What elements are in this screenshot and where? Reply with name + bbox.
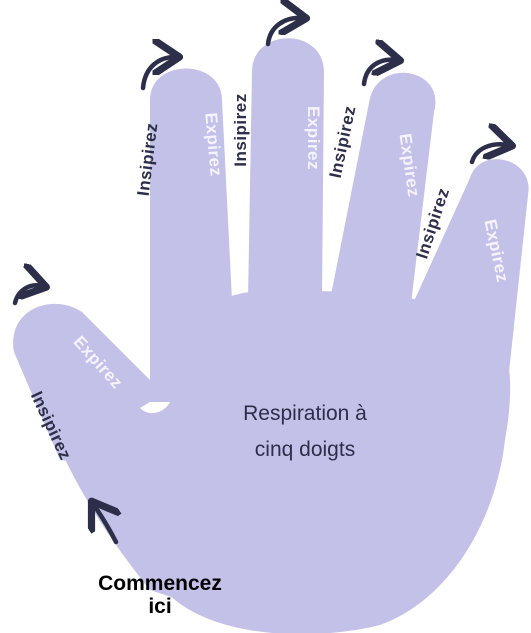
exhale-label-middle: Expirez [304,106,323,170]
hand-shape [13,38,529,633]
title-line-1: Respiration à [243,402,367,425]
start-label-line-2: ici [148,595,171,618]
finger-thumb [13,304,172,470]
arrow-little-icon [472,144,508,162]
start-label-line-1: Commencez [98,572,222,595]
arrow-thumb-icon [15,285,42,303]
inhale-label-ring: Insipirez [326,104,360,180]
title-line-2: cinq doigts [255,438,355,461]
inhale-label-middle: Insipirez [231,93,250,166]
